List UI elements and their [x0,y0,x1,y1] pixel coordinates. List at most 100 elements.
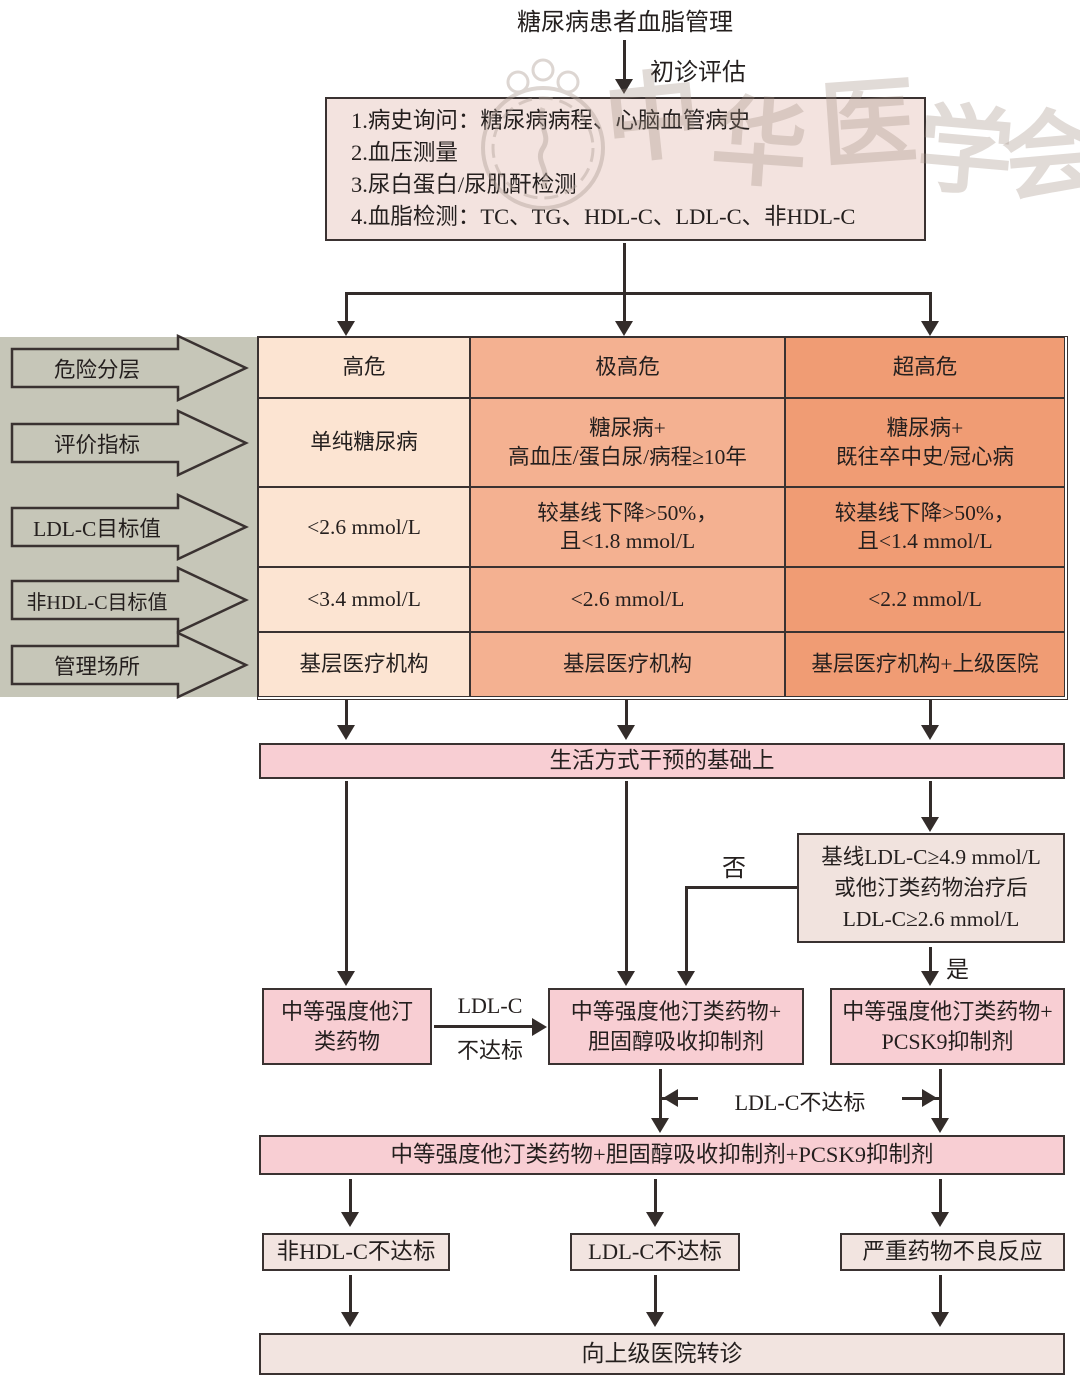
right-arrow-shape-icon [10,334,249,402]
connector-line [349,1179,352,1213]
ldl-not-reached-upper-label: LDL-C [457,993,523,1018]
cell-ldl-target: 较基线下降>50%，且<1.8 mmol/L [470,487,785,567]
ldl-not-reached-middle-label: LDL-C不达标 [698,1085,902,1117]
statin-box: 中等强度他汀类药物 [262,988,432,1065]
eval-line: 1.病史询问：糖尿病病程、心脑血管病史 [351,108,751,133]
arrowhead-down-icon [341,1212,359,1227]
row-label-risk-stratification: 危险分层 [6,333,256,403]
yes-branch-label: 是 [946,957,969,982]
outcome-nonhdl-box: 非HDL-C不达标 [262,1233,450,1271]
cell-nonhdl-target: <2.6 mmol/L [470,567,785,632]
arrowhead-right-icon [532,1018,547,1036]
no-branch-label: 否 [722,856,746,882]
cell-nonhdl-target: <2.2 mmol/L [785,567,1065,632]
initial-evaluation-box: 1.病史询问：糖尿病病程、心脑血管病史 2.血压测量 3.尿白蛋白/尿肌酐检测 … [325,97,926,241]
connector-line [345,292,348,322]
row-label-text: 管理场所 [53,654,140,679]
statin-pcsk9-box: 中等强度他汀类药物+PCSK9抑制剂 [830,988,1065,1065]
connector-line [929,781,932,818]
triple-therapy-bar: 中等强度他汀类药物+胆固醇吸收抑制剂+PCSK9抑制剂 [259,1135,1065,1175]
connector-line [654,1179,657,1213]
cell-criteria: 糖尿病+既往卒中史/冠心病 [785,398,1065,487]
row-label-evaluation-index: 评价指标 [6,408,256,478]
connector-line [345,699,348,726]
connector-line [939,1069,942,1119]
initial-eval-label: 初诊评估 [650,60,746,86]
referral-bar: 向上级医院转诊 [259,1333,1065,1375]
arrowhead-down-icon [646,1212,664,1227]
cell-criteria: 糖尿病+高血压/蛋白尿/病程≥10年 [470,398,785,487]
connector-line [434,1025,532,1028]
connector-line [686,886,797,889]
connector-line [623,40,626,80]
arrowhead-down-icon [931,1118,949,1133]
row-label-text: 评价指标 [53,432,140,457]
arrowhead-down-icon [337,971,355,986]
arrowhead-down-icon [337,321,355,336]
page-title: 糖尿病患者血脂管理 [517,10,733,36]
cell-ldl-target: 较基线下降>50%，且<1.4 mmol/L [785,487,1065,567]
connector-line [625,781,628,972]
outcome-adverse-reaction-box: 严重药物不良反应 [840,1233,1065,1271]
connector-line [654,1275,657,1313]
arrowhead-down-icon [617,725,635,740]
arrowhead-down-icon [921,971,939,986]
eval-line: 4.血脂检测：TC、TG、HDL-C、LDL-C、非HDL-C [351,204,856,229]
connector-line [939,1275,942,1313]
right-arrow-shape-icon [10,493,249,561]
arrowhead-down-icon [931,1312,949,1327]
row-label-nonhdl-target: 非HDL-C目标值 [6,565,256,635]
cell-setting: 基层医疗机构 [258,632,470,697]
lifestyle-intervention-bar: 生活方式干预的基础上 [259,743,1065,779]
connector-line [939,1179,942,1213]
right-arrow-shape-icon [10,631,249,699]
arrowhead-down-icon [677,971,695,986]
row-label-text: LDL-C目标值 [33,516,161,541]
row-label-management-setting: 管理场所 [6,630,256,700]
connector-line [929,292,932,322]
eval-line: 2.血压测量 [351,140,458,165]
outcome-ldl-box: LDL-C不达标 [570,1233,740,1271]
connector-line [345,292,932,295]
row-label-text: 危险分层 [53,357,140,382]
row-label-text: 非HDL-C目标值 [26,591,168,614]
connector-line [929,699,932,726]
watermark-char: 学 [912,94,1018,210]
connector-line [345,781,348,972]
connector-line [349,1275,352,1313]
eval-line: 3.尿白蛋白/尿肌酐检测 [351,172,577,197]
connector-line [929,947,932,973]
arrowhead-left-icon [663,1089,678,1107]
cell-ldl-target: <2.6 mmol/L [258,487,470,567]
arrowhead-down-icon [615,321,633,336]
cell-risk-level: 高危 [258,337,470,398]
cell-risk-level: 超高危 [785,337,1065,398]
cell-criteria: 单纯糖尿病 [258,398,470,487]
row-label-ldl-target: LDL-C目标值 [6,492,256,562]
arrowhead-down-icon [651,1118,669,1133]
arrowhead-down-icon [931,1212,949,1227]
arrowhead-right-icon [922,1089,937,1107]
connector-line [623,243,626,322]
watermark-char: 会 [998,98,1080,214]
cell-setting: 基层医疗机构 [470,632,785,697]
arrowhead-down-icon [337,725,355,740]
arrowhead-down-icon [646,1312,664,1327]
risk-stratification-table: 高危 极高危 超高危 单纯糖尿病 糖尿病+高血压/蛋白尿/病程≥10年 糖尿病+… [257,336,1068,700]
arrowhead-down-icon [341,1312,359,1327]
statin-ezetimibe-box: 中等强度他汀类药物+胆固醇吸收抑制剂 [548,988,804,1065]
arrowhead-down-icon [921,321,939,336]
cell-nonhdl-target: <3.4 mmol/L [258,567,470,632]
connector-line [659,1069,662,1119]
connector-line [625,699,628,726]
cell-setting: 基层医疗机构+上级医院 [785,632,1065,697]
right-arrow-shape-icon [10,566,249,634]
arrowhead-down-icon [615,79,633,94]
arrowhead-down-icon [921,817,939,832]
ldl-baseline-decision-box: 基线LDL-C≥4.9 mmol/L 或他汀类药物治疗后 LDL-C≥2.6 m… [797,833,1065,943]
connector-line [685,886,688,972]
arrowhead-down-icon [617,971,635,986]
right-arrow-shape-icon [10,409,249,477]
ldl-not-reached-lower-label: 不达标 [456,1038,523,1063]
